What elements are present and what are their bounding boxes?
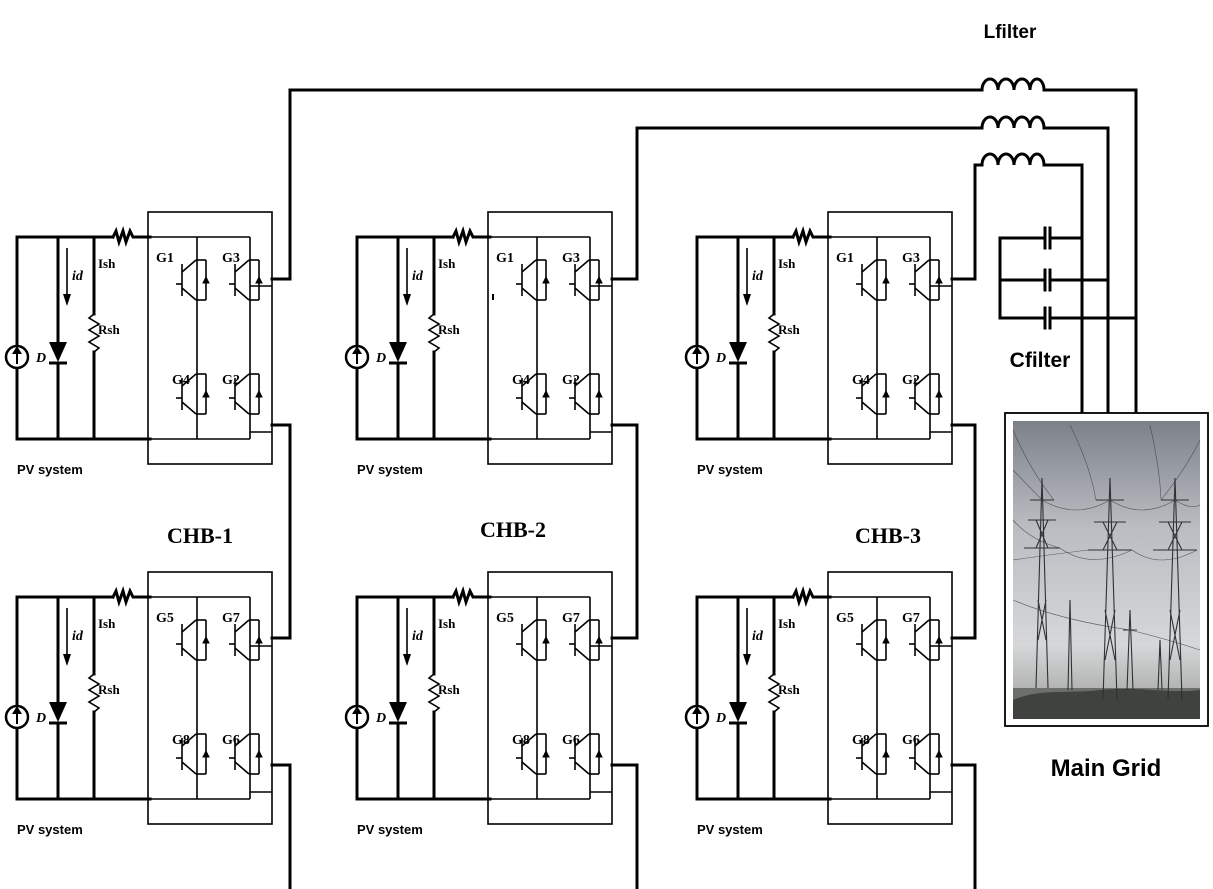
diode-label: D [715, 351, 726, 366]
diode-label: D [715, 711, 726, 726]
lfilter-label: Lfilter [984, 22, 1037, 43]
gate-label-bl: G8 [852, 733, 870, 748]
id-label: id [72, 629, 84, 644]
gate-label-tl: G5 [496, 611, 514, 626]
lfilter-inductors [980, 77, 1046, 167]
gate-label-tr: G7 [562, 611, 580, 626]
pv-system-label: PV system [17, 462, 83, 477]
pv-system-label: PV system [357, 462, 423, 477]
diode-label: D [35, 351, 46, 366]
rsh-label: Rsh [98, 682, 120, 697]
id-label: id [752, 629, 764, 644]
cfilter-label: Cfilter [1010, 349, 1071, 372]
gate-label-tl: G1 [496, 251, 514, 266]
gate-label-tl: G5 [836, 611, 854, 626]
pv-system-label: PV system [17, 822, 83, 837]
ish-label: Ish [778, 256, 796, 271]
gate-label-tr: G7 [902, 611, 920, 626]
id-label: id [752, 269, 764, 284]
id-label: id [412, 629, 424, 644]
id-label: id [412, 269, 424, 284]
diode-label: D [35, 711, 46, 726]
ish-label: Ish [98, 616, 116, 631]
gate-label-br: G2 [222, 373, 240, 388]
chb2-label: CHB-2 [480, 517, 546, 542]
gate-label-tr: G3 [222, 251, 240, 266]
rsh-label: Rsh [438, 682, 460, 697]
gate-label-br: G2 [902, 373, 920, 388]
id-label: id [72, 269, 84, 284]
rsh-label: Rsh [778, 322, 800, 337]
gate-label-bl: G8 [512, 733, 530, 748]
transmission-towers-image [1012, 421, 1201, 719]
ish-label: Ish [438, 616, 456, 631]
pv-system-label: PV system [697, 822, 763, 837]
gate-label-br: G6 [222, 733, 240, 748]
gate-label-tl: G1 [156, 251, 174, 266]
gate-label-br: G6 [902, 733, 920, 748]
gate-label-bl: G4 [852, 373, 870, 388]
gate-label-br: G6 [562, 733, 580, 748]
ish-label: Ish [438, 256, 456, 271]
interconnect-wiring [270, 88, 1138, 889]
rsh-label: Rsh [98, 322, 120, 337]
pv-system-label: PV system [357, 822, 423, 837]
gate-label-tr: G3 [562, 251, 580, 266]
gate-label-tl: G5 [156, 611, 174, 626]
diode-label: D [375, 351, 386, 366]
gate-label-bl: G8 [172, 733, 190, 748]
gate-label-bl: G4 [512, 373, 530, 388]
ish-label: Ish [778, 616, 796, 631]
rsh-label: Rsh [438, 322, 460, 337]
chb1-label: CHB-1 [167, 523, 233, 548]
main-grid-box [1004, 412, 1209, 727]
gate-label-tr: G3 [902, 251, 920, 266]
gate-label-bl: G4 [172, 373, 190, 388]
gate-label-br: G2 [562, 373, 580, 388]
chb3-label: CHB-3 [855, 523, 921, 548]
rsh-label: Rsh [778, 682, 800, 697]
pv-system-label: PV system [697, 462, 763, 477]
main-grid-label: Main Grid [1051, 755, 1162, 782]
gate-label-tr: G7 [222, 611, 240, 626]
ish-label: Ish [98, 256, 116, 271]
stray-mark [492, 294, 494, 300]
gate-label-tl: G1 [836, 251, 854, 266]
diode-label: D [375, 711, 386, 726]
